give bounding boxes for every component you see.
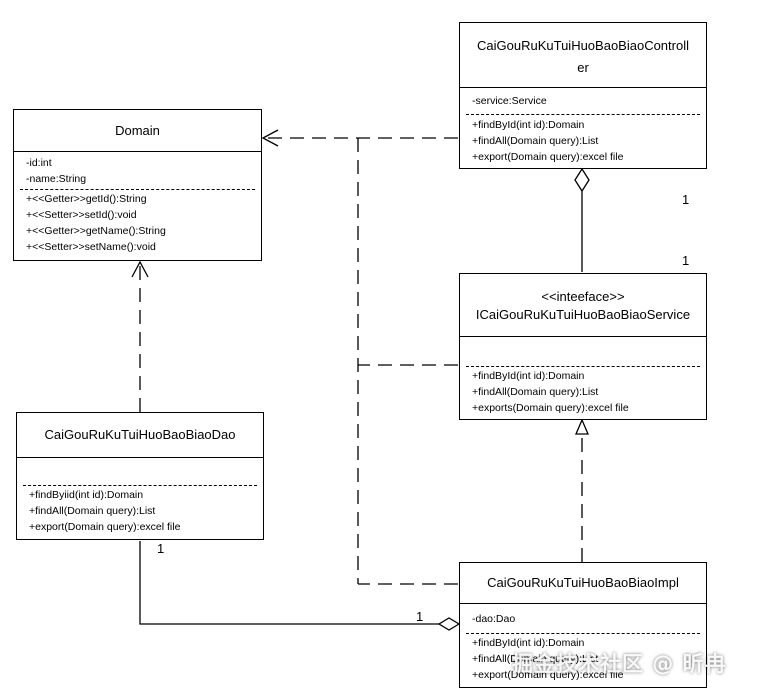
domain-attribute: -name:String xyxy=(26,173,87,185)
dao-method: +findByiid(int id):Domain xyxy=(29,489,144,501)
controller-class-name-line1: CaiGouRuKuTuiHuoBaoBiaoControll xyxy=(477,38,689,53)
multiplicity-service-end: 1 xyxy=(682,253,690,268)
domain-class-box: Domain -id:int -name:String +<<Getter>>g… xyxy=(13,109,262,261)
domain-method: +<<Setter>>setName():void xyxy=(26,241,156,253)
impl-method: +findAll(Domain query):List xyxy=(472,653,599,665)
dao-method: +findAll(Domain query):List xyxy=(29,505,156,517)
domain-method: +<<Setter>>setId():void xyxy=(26,209,137,221)
controller-separator xyxy=(460,87,706,88)
aggregation-diamond-impl xyxy=(437,617,461,631)
impl-method: +export(Domain query):excel file xyxy=(472,669,624,681)
service-interface-box: <<inteeface>> ICaiGouRuKuTuiHuoBaoBiaoSe… xyxy=(459,273,707,420)
impl-class-name: CaiGouRuKuTuiHuoBaoBiaoImpl xyxy=(487,575,679,590)
domain-method: +<<Getter>>getName():String xyxy=(26,225,166,237)
dao-method: +export(Domain query):excel file xyxy=(29,521,181,533)
domain-method: +<<Getter>>getId():String xyxy=(26,193,147,205)
service-separator xyxy=(460,336,706,337)
dao-class-name: CaiGouRuKuTuiHuoBaoBiaoDao xyxy=(44,427,236,442)
domain-separator xyxy=(14,151,261,152)
impl-method: +findById(int id):Domain xyxy=(472,637,585,649)
realization-triangle-service xyxy=(575,418,589,435)
impl-attribute: -dao:Dao xyxy=(472,613,516,625)
watermark-text: 掘金技术社区 @ 昕冉 xyxy=(512,652,727,676)
multiplicity-controller-end: 1 xyxy=(682,192,690,207)
domain-class-name: Domain xyxy=(115,123,160,138)
aggregation-dao-impl xyxy=(139,541,440,625)
domain-attribute: -id:int xyxy=(26,157,52,169)
multiplicity-dao-end: 1 xyxy=(157,541,165,556)
dependency-arrowhead-domain-bottom xyxy=(131,260,149,278)
dao-separator xyxy=(17,457,263,458)
service-method: +exports(Domain query):excel file xyxy=(472,402,629,414)
impl-method-separator xyxy=(466,633,700,634)
controller-class-name: CaiGouRuKuTuiHuoBaoBiaoControll er xyxy=(460,35,706,79)
controller-method: +export(Domain query):excel file xyxy=(472,151,624,163)
dao-method-separator xyxy=(23,485,257,486)
dependency-arrowhead-domain-right xyxy=(261,129,279,147)
controller-attribute: -service:Service xyxy=(472,95,547,107)
domain-method-separator xyxy=(20,189,255,190)
controller-class-name-line2: er xyxy=(577,60,589,75)
impl-class-box: CaiGouRuKuTuiHuoBaoBiaoImpl -dao:Dao +fi… xyxy=(459,562,707,688)
impl-separator xyxy=(460,603,706,604)
controller-method-separator xyxy=(466,114,700,115)
service-method: +findById(int id):Domain xyxy=(472,370,585,382)
service-method: +findAll(Domain query):List xyxy=(472,386,599,398)
dao-class-box: CaiGouRuKuTuiHuoBaoBiaoDao +findByiid(in… xyxy=(16,412,264,540)
multiplicity-impl-end: 1 xyxy=(416,609,424,624)
service-method-separator xyxy=(466,366,700,367)
service-stereotype: <<inteeface>> xyxy=(541,289,625,304)
controller-method: +findAll(Domain query):List xyxy=(472,135,599,147)
controller-method: +findById(int id):Domain xyxy=(472,119,585,131)
service-interface-name: ICaiGouRuKuTuiHuoBaoBiaoService xyxy=(475,307,691,322)
aggregation-diamond-controller xyxy=(574,167,590,193)
controller-class-box: CaiGouRuKuTuiHuoBaoBiaoControll er -serv… xyxy=(459,22,707,169)
